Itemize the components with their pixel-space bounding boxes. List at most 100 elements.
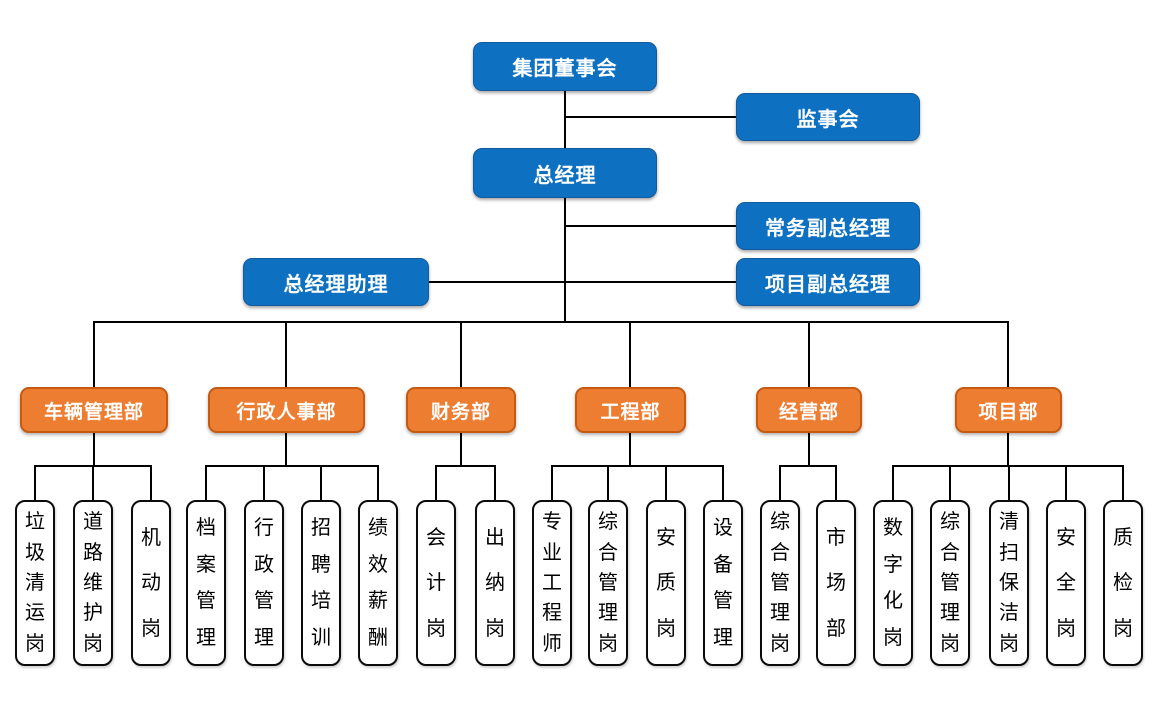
supervisory-board-box: 监事会 [736, 93, 920, 141]
position-box: 道路维护岗 [73, 500, 113, 666]
connector-line [285, 433, 287, 467]
connector-line [34, 466, 36, 500]
board-of-directors-label: 集团董事会 [512, 58, 618, 80]
gm-assistant-label: 总经理助理 [283, 273, 389, 296]
position-label: 市场部 [826, 526, 846, 640]
connector-line [460, 322, 462, 387]
position-box: 绩效薪酬 [358, 500, 398, 666]
position-box: 综合管理岗 [588, 500, 628, 666]
position-box: 设备管理 [703, 500, 743, 666]
board-of-directors-box: 集团董事会 [473, 42, 657, 91]
connector-line [722, 466, 724, 500]
connector-line [564, 116, 737, 118]
position-box: 市场部 [816, 500, 856, 666]
position-label: 清扫保洁岗 [999, 511, 1019, 655]
connector-line [949, 466, 951, 500]
position-box: 机动岗 [131, 500, 171, 666]
connector-line [377, 466, 379, 500]
department-box: 财务部 [406, 387, 516, 433]
connector-line [629, 322, 631, 387]
connector-line [551, 465, 724, 467]
position-label: 专业工程师 [542, 511, 562, 655]
position-box: 出纳岗 [475, 500, 515, 666]
connector-line [435, 465, 496, 467]
connector-line [150, 466, 152, 500]
position-label: 绩效薪酬 [368, 517, 388, 649]
connector-line [494, 466, 496, 500]
project-deputy-gm-label: 项目副总经理 [765, 273, 891, 296]
connector-line [1007, 322, 1009, 387]
supervisory-board-label: 监事会 [796, 108, 860, 131]
position-label: 道路维护岗 [83, 511, 103, 655]
connector-line [551, 466, 553, 500]
connector-line [460, 433, 462, 467]
connector-line [435, 466, 437, 500]
position-box: 会计岗 [416, 500, 456, 666]
department-label: 项目部 [978, 401, 1039, 423]
department-box: 工程部 [575, 387, 686, 433]
connector-line [779, 466, 781, 500]
connector-line [892, 466, 894, 500]
connector-line [1065, 466, 1067, 500]
department-label: 经营部 [778, 401, 839, 423]
position-label: 垃圾清运岗 [25, 511, 45, 655]
position-label: 设备管理 [713, 517, 733, 649]
executive-deputy-gm-box: 常务副总经理 [736, 202, 920, 250]
connector-line [205, 465, 379, 467]
position-label: 安全岗 [1056, 526, 1076, 640]
position-label: 安质岗 [656, 526, 676, 640]
position-label: 综合管理岗 [770, 511, 790, 655]
connector-line [205, 466, 207, 500]
connector-line [92, 466, 94, 500]
position-box: 清扫保洁岗 [989, 500, 1029, 666]
connector-line [564, 198, 566, 323]
position-box: 质检岗 [1103, 500, 1143, 666]
position-label: 招聘培训 [311, 517, 331, 649]
connector-line [607, 466, 609, 500]
position-label: 综合管理岗 [940, 511, 960, 655]
general-manager-box: 总经理 [473, 148, 657, 198]
department-label: 工程部 [600, 401, 661, 423]
department-box: 行政人事部 [208, 387, 365, 433]
department-label: 车辆管理部 [43, 401, 144, 423]
position-box: 档案管理 [186, 500, 226, 666]
connector-line [1007, 433, 1009, 467]
connector-line [564, 225, 737, 227]
connector-line [1122, 466, 1124, 500]
connector-line [665, 466, 667, 500]
position-label: 行政管理 [254, 517, 274, 649]
position-box: 垃圾清运岗 [15, 500, 55, 666]
connector-line [779, 465, 837, 467]
position-label: 质检岗 [1113, 526, 1133, 640]
department-box: 车辆管理部 [20, 387, 168, 433]
position-label: 数字化岗 [883, 517, 903, 649]
position-box: 专业工程师 [532, 500, 572, 666]
position-box: 安全岗 [1046, 500, 1086, 666]
position-label: 出纳岗 [485, 526, 505, 640]
connector-line [320, 466, 322, 500]
connector-line [285, 322, 287, 387]
position-box: 综合管理岗 [930, 500, 970, 666]
department-box: 项目部 [955, 387, 1062, 433]
connector-line [629, 433, 631, 467]
connector-line [93, 433, 95, 467]
connector-line [93, 321, 1009, 323]
position-label: 综合管理岗 [598, 511, 618, 655]
position-label: 机动岗 [141, 526, 161, 640]
general-manager-label: 总经理 [533, 164, 597, 187]
executive-deputy-gm-label: 常务副总经理 [765, 217, 891, 240]
project-deputy-gm-box: 项目副总经理 [736, 258, 920, 306]
connector-line [835, 466, 837, 500]
position-box: 安质岗 [646, 500, 686, 666]
position-label: 档案管理 [196, 517, 216, 649]
connector-line [564, 91, 566, 148]
position-box: 行政管理 [244, 500, 284, 666]
position-box: 招聘培训 [301, 500, 341, 666]
department-box: 经营部 [756, 387, 862, 433]
position-box: 数字化岗 [873, 500, 913, 666]
connector-line [263, 466, 265, 500]
department-label: 行政人事部 [236, 401, 337, 423]
connector-line [93, 322, 95, 387]
connector-line [1008, 466, 1010, 500]
